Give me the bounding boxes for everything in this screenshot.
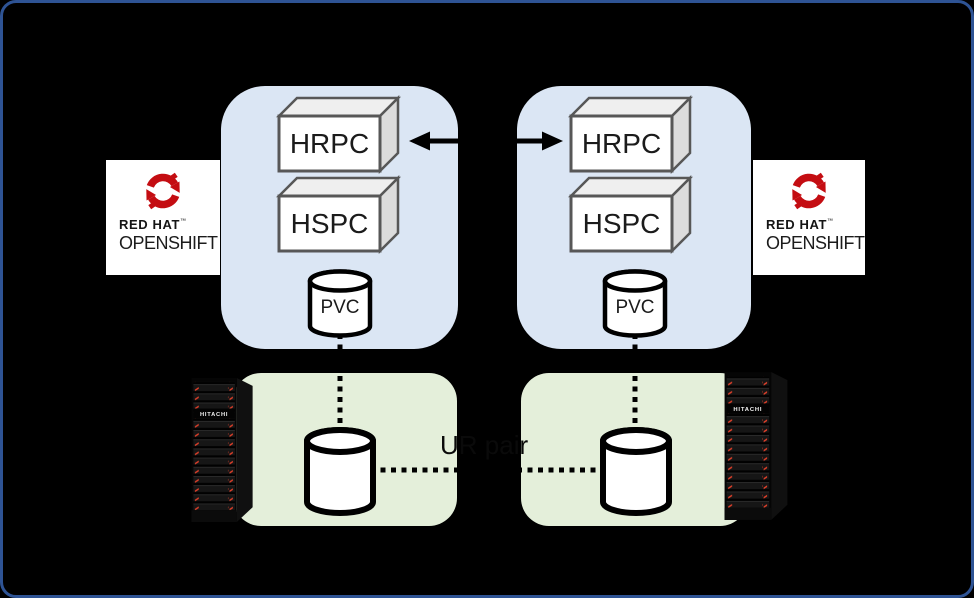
logo-wordmark: RED HAT™ OPENSHIFT: [106, 217, 220, 252]
rack-led-column: [727, 376, 733, 508]
openshift-logo-right: RED HAT™ OPENSHIFT: [753, 160, 865, 275]
box-top-face: [275, 176, 402, 198]
replication-pair-label: UR pair: [440, 430, 529, 460]
rack-led-column: [227, 381, 233, 511]
rack-nameplate: [726, 403, 770, 414]
hitachi-label: HITACHI: [200, 412, 228, 418]
rack-side-panel: [771, 372, 788, 520]
hspc-box-left: HSPC: [275, 174, 402, 255]
openshift-product-text: OPENSHIFT: [766, 233, 865, 253]
box-front-face: [277, 194, 382, 253]
hspc-box-right: HSPC: [567, 174, 694, 255]
volume-cylinder-right: [600, 427, 672, 516]
dotted-connector-lines: [337, 334, 638, 473]
rack-led-column: [762, 376, 768, 508]
hitachi-rack-left: HITACHI: [191, 377, 253, 523]
openshift-icon: [146, 172, 180, 210]
hitachi-rack-right: HITACHI: [724, 372, 788, 520]
redhat-brand-text: RED HAT: [766, 217, 828, 232]
box-top-face: [567, 176, 694, 198]
pvc-label: PVC: [320, 297, 359, 318]
hspc-label: HSPC: [291, 208, 369, 239]
hrpc-label: HRPC: [290, 128, 369, 159]
rack-side-panel: [236, 377, 253, 523]
rack-base: [191, 510, 237, 523]
redhat-brand-text: RED HAT: [119, 217, 181, 232]
rack-led-column: [194, 381, 200, 511]
hrpc-box-left: HRPC: [275, 94, 402, 175]
rack-drive-rows: [193, 381, 235, 511]
volume-cylinder-left: [304, 427, 376, 516]
openshift-icon: [792, 172, 826, 210]
trademark-symbol: ™: [180, 218, 187, 225]
trademark-symbol: ™: [827, 218, 834, 225]
box-top-face: [567, 96, 694, 118]
rack-nameplate: [193, 408, 235, 419]
bidirectional-arrow-icon: [409, 131, 563, 151]
box-top-face: [275, 96, 402, 118]
logo-wordmark: RED HAT™ OPENSHIFT: [753, 217, 865, 252]
box-front-face: [569, 114, 674, 173]
hspc-label: HSPC: [583, 208, 661, 239]
hitachi-label: HITACHI: [733, 407, 762, 413]
pvc-label: PVC: [615, 297, 654, 318]
pvc-cylinder-left: PVC: [307, 269, 373, 338]
box-front-face: [569, 194, 674, 253]
rack-base: [724, 507, 772, 520]
hrpc-box-right: HRPC: [567, 94, 694, 175]
hrpc-label: HRPC: [582, 128, 661, 159]
box-front-face: [277, 114, 382, 173]
openshift-product-text: OPENSHIFT: [119, 233, 218, 253]
openshift-logo-left: RED HAT™ OPENSHIFT: [106, 160, 220, 275]
rack-drive-rows: [726, 376, 770, 508]
pvc-cylinder-right: PVC: [602, 269, 668, 338]
